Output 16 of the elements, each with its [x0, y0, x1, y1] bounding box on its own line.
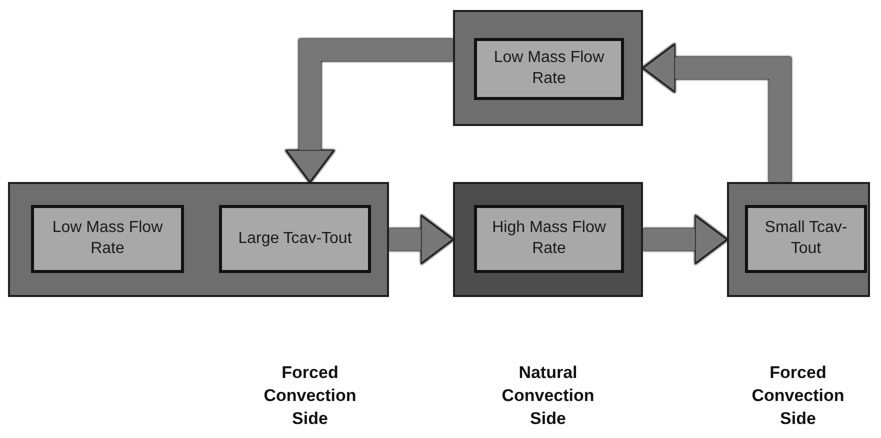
process-box: Low Mass Flow Rate — [31, 205, 184, 273]
outer-box — [453, 10, 643, 126]
side-caption: Forced Convection Side — [750, 362, 846, 430]
block-arrow — [285, 39, 453, 183]
block-arrow — [389, 214, 454, 264]
side-caption: Forced Convection Side — [262, 362, 358, 430]
process-box: Low Mass Flow Rate — [474, 38, 624, 100]
outer-box — [8, 182, 389, 297]
block-arrow — [643, 214, 728, 264]
outer-box — [453, 182, 643, 297]
outer-box — [727, 182, 870, 297]
side-caption: Natural Convection Side — [500, 362, 596, 430]
process-box: High Mass Flow Rate — [474, 205, 624, 273]
process-box: Large Tcav-Tout — [219, 205, 371, 273]
process-box: Small Tcav-Tout — [745, 205, 867, 273]
block-arrow — [642, 43, 791, 182]
